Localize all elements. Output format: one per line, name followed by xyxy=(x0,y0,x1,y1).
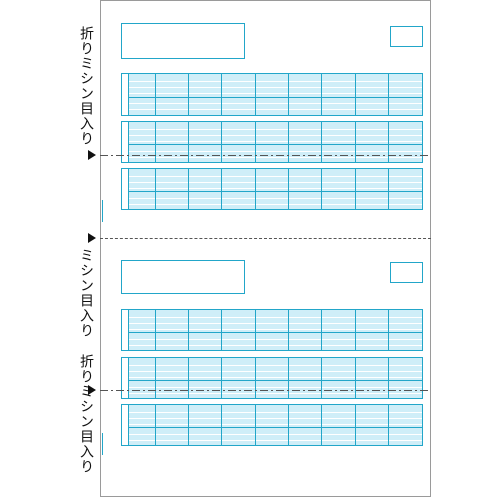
form-sheet xyxy=(100,0,431,497)
margin-mark-top-icon xyxy=(102,200,109,222)
table-block-5 xyxy=(121,357,423,399)
fold-perforation-line-top xyxy=(100,155,431,156)
table-block-6 xyxy=(121,404,423,446)
fold-perforation-line-bottom xyxy=(100,390,431,391)
perforation-line-middle xyxy=(100,238,431,239)
perforation-label-middle: ミシン目入り xyxy=(78,248,94,338)
table-block-2 xyxy=(121,121,423,163)
table-block-1 xyxy=(121,73,423,116)
address-box-bottom xyxy=(121,260,245,294)
margin-mark-bottom-icon xyxy=(102,433,109,455)
fold-arrow-bottom-icon xyxy=(88,385,96,395)
perforation-arrow-middle-icon xyxy=(88,233,96,243)
table-block-3 xyxy=(121,168,423,210)
address-box-top xyxy=(121,23,245,59)
fold-perforation-label-top: 折りミシン目入り xyxy=(78,26,94,146)
small-box-bottom xyxy=(390,262,423,283)
small-box-top xyxy=(390,26,423,47)
fold-perforation-label-bottom: 折りミシン目入り xyxy=(78,354,94,474)
fold-arrow-top-icon xyxy=(88,150,96,160)
table-block-4 xyxy=(121,309,423,351)
